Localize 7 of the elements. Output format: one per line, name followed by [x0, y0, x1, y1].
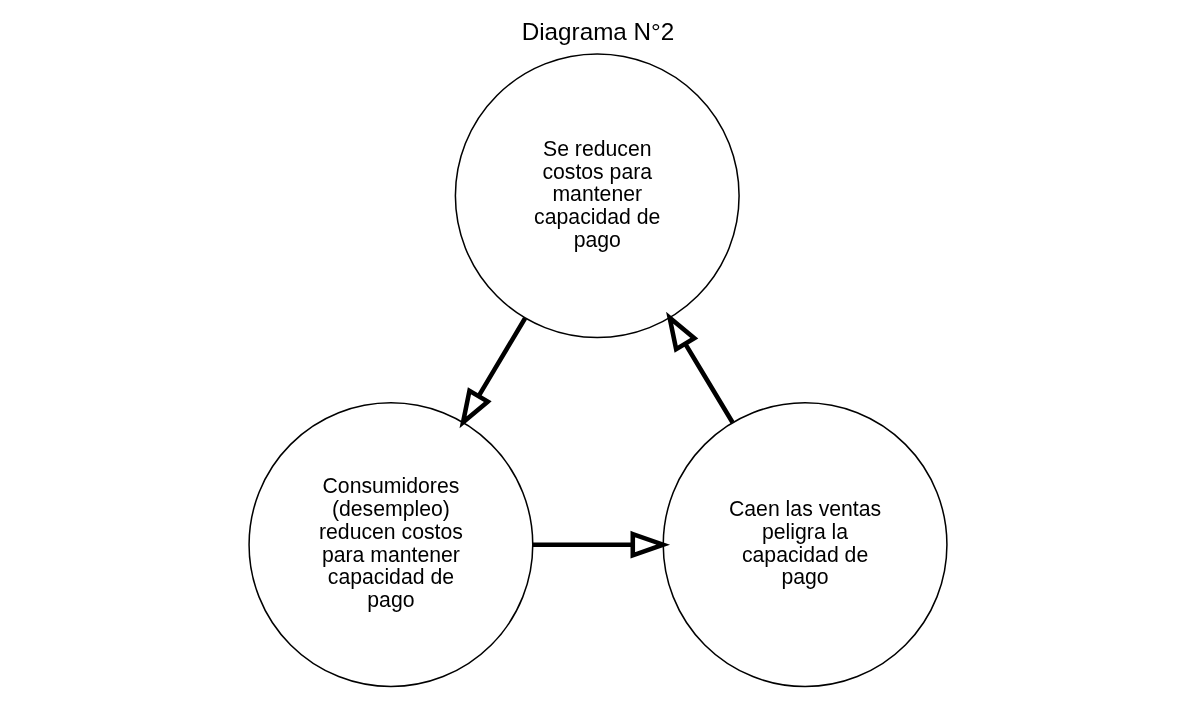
node-circle: Consumidores (desempleo) reducen costos para mantener capacidad de pago: [247, 402, 533, 688]
node-circle: Se reducen costos para mantener capacidad de pago: [454, 53, 740, 339]
arrow: [665, 311, 735, 424]
diagram-title: Diagrama N°2: [521, 17, 674, 45]
node-circle: Caen las ventas peligra la capacidad de pago: [662, 402, 948, 688]
arrow: [532, 530, 670, 559]
arrow: [459, 317, 527, 429]
